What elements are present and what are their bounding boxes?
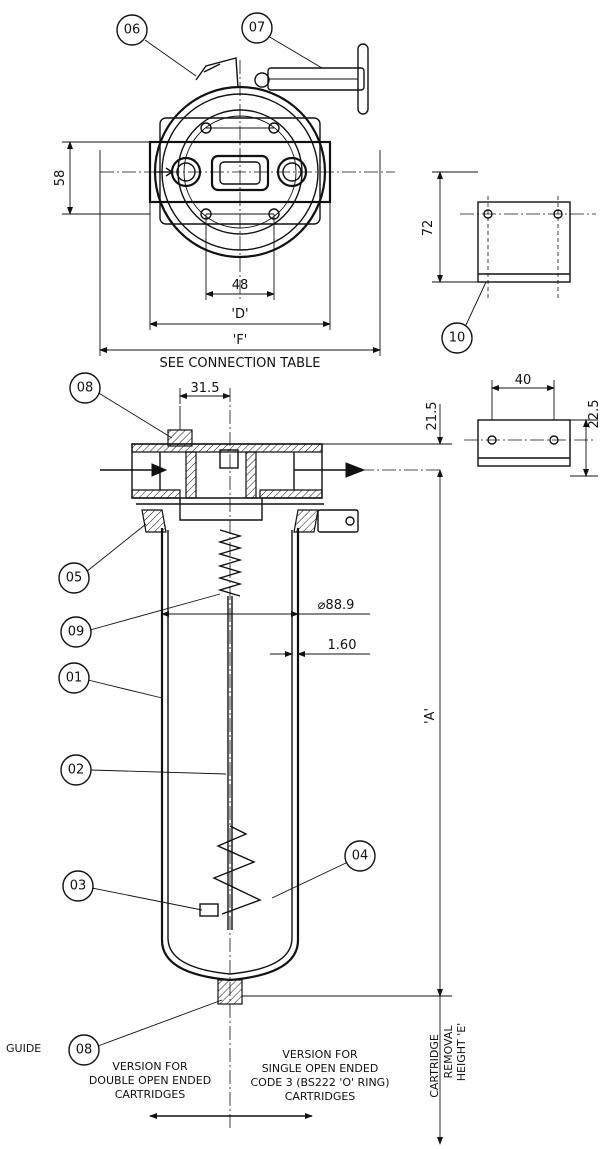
bracket-front-view: 72 10 (421, 171, 596, 354)
double-note-2: DOUBLE OPEN ENDED (89, 1074, 211, 1087)
see-connection-table: SEE CONNECTION TABLE (160, 356, 321, 371)
dim-31-5: 31.5 (191, 381, 220, 396)
balloon-09: 09 (68, 625, 85, 640)
double-note-1: VERSION FOR (112, 1060, 188, 1073)
bracket-top-view: 40 22.5 (464, 373, 600, 477)
balloon-06: 06 (124, 23, 141, 38)
removal-label-1: CARTRIDGE (428, 1034, 441, 1098)
dim-F: 'F' (233, 333, 248, 348)
single-note-4: CARTRIDGES (285, 1090, 356, 1103)
dim-diameter: ⌀88.9 (318, 598, 355, 613)
balloon-07: 07 (249, 21, 266, 36)
dim-72: 72 (421, 220, 436, 237)
guide-label: GUIDE (6, 1042, 41, 1055)
balloon-01: 01 (66, 671, 83, 686)
balloon-02: 02 (68, 763, 85, 778)
dim-58: 58 (53, 170, 68, 187)
single-note-3: CODE 3 (BS222 'O' RING) (250, 1076, 389, 1089)
dim-22-5: 22.5 (587, 400, 600, 429)
single-note-2: SINGLE OPEN ENDED (262, 1062, 379, 1075)
dim-A: 'A' (423, 708, 438, 724)
removal-label-2: REMOVAL (442, 1025, 455, 1079)
balloon-08-bottom: 08 (76, 1043, 93, 1058)
dim-wall: 1.60 (328, 638, 357, 653)
removal-label-3: HEIGHT 'E' (455, 1023, 468, 1081)
balloon-05: 05 (66, 571, 83, 586)
balloon-08-top: 08 (77, 381, 94, 396)
clamp-handle (254, 43, 369, 115)
dim-D: 'D' (231, 307, 248, 322)
dim-21-5: 21.5 (425, 402, 440, 431)
single-note-1: VERSION FOR (282, 1048, 358, 1061)
elevation-view: 31.5 21.5 'A' CARTRIDGE REMOVAL HEIGHT '… (6, 372, 468, 1145)
balloon-04: 04 (352, 849, 369, 864)
plan-view: 58 48 'D' 'F' SEE CONNECTION TABLE 06 07 (53, 12, 395, 371)
balloon-03: 03 (70, 879, 87, 894)
balloon-10: 10 (449, 331, 466, 346)
double-note-3: CARTRIDGES (115, 1088, 186, 1101)
dim-48: 48 (232, 278, 249, 293)
dim-40: 40 (515, 373, 532, 388)
